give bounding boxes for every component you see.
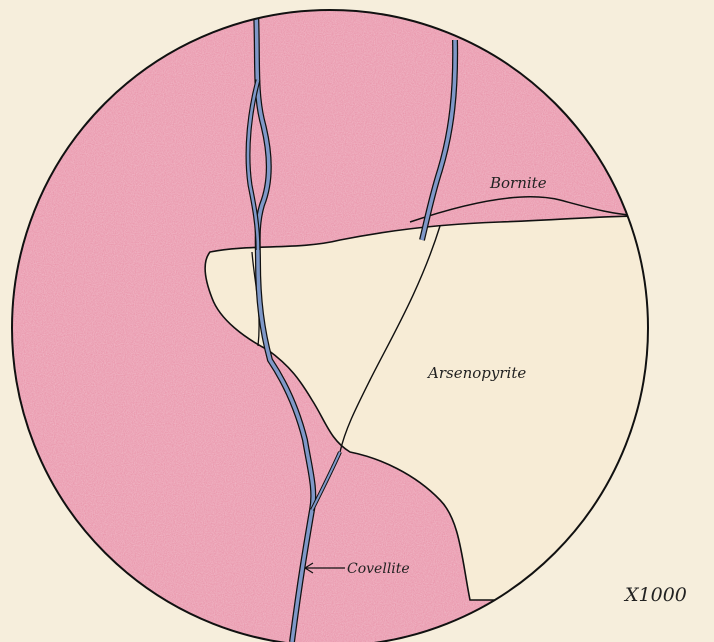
label-arsenopyrite: Arsenopyrite bbox=[426, 364, 526, 382]
label-bornite: Bornite bbox=[489, 174, 547, 192]
label-covellite: Covellite bbox=[347, 561, 410, 577]
label-magnification: X1000 bbox=[623, 584, 687, 606]
